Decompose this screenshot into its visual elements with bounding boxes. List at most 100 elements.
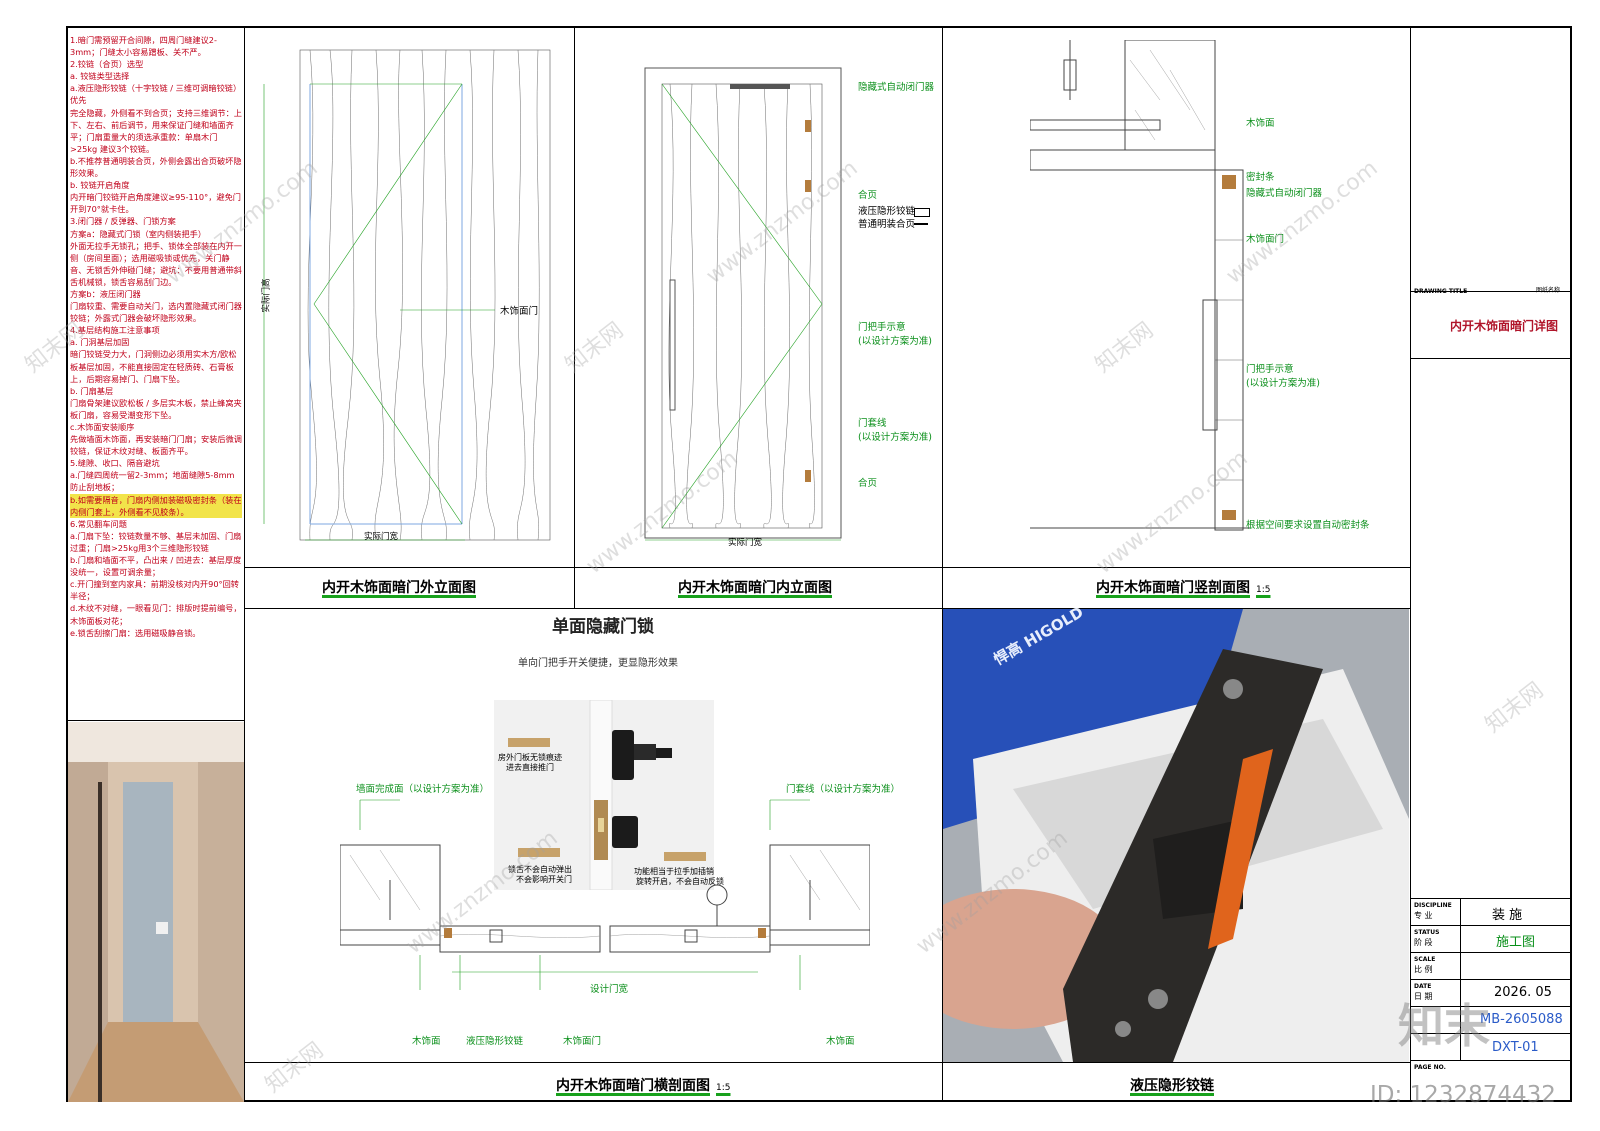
watermark-logo: 知末 — [1398, 999, 1490, 1053]
note-line: 6.常见翻车问题 — [70, 518, 127, 529]
outer-elevation-title: 内开木饰面暗门外立面图 — [322, 580, 476, 596]
tb-line-6 — [1410, 979, 1572, 980]
note-line: 门扇骨架建议欧松板 / 多层实木板，禁止蜂窝夹板门扇，容易受潮变形下坠。 — [70, 397, 242, 420]
panel-divider-1 — [574, 26, 575, 608]
outer-leaf-label: 木饰面门 — [500, 306, 539, 317]
inner-width-label: 实际门宽 — [728, 538, 763, 548]
note-line: b. 门扇基层 — [70, 385, 114, 396]
hydraulic-hinge-symbol-icon — [914, 208, 930, 217]
note-line: a. 门洞基层加固 — [70, 337, 130, 348]
vsec-door-label: 木饰面门 — [1246, 234, 1285, 245]
panel-divider-2 — [942, 26, 943, 1102]
note-line: 完全隐藏，外侧看不到合页；支持三维调节：上下、左右、前后调节，用来保证门缝和墙面… — [70, 107, 242, 154]
note-line: 方案a：隐藏式门锁（室内侧装把手） — [70, 228, 207, 239]
outer-width-label: 实际门宽 — [364, 532, 399, 542]
watermark-id: ID: 1232874432 — [1370, 1082, 1556, 1108]
horizontal-section-drawing — [339, 790, 871, 1015]
note-line: b.如需要隔音，门扇内侧加装磁吸密封条（装在内侧门套上，外侧看不见胶条）。 — [70, 493, 242, 518]
hsec-door-label: 木饰面门 — [563, 1036, 602, 1047]
inner-hinge-bottom-label: 合页 — [858, 478, 878, 489]
tb-discipline-en: DISCIPLINE — [1414, 902, 1452, 909]
lock-title: 单面隐藏门锁 — [552, 617, 654, 637]
tb-drawing-title-en: DRAWING TITLE — [1414, 288, 1468, 295]
vsec-veneer-label: 木饰面 — [1246, 118, 1275, 129]
note-line: d.木纹不对缝，一眼看见门：排版时提前编号，木饰面板对花； — [70, 603, 242, 626]
tb-discipline-cn: 专 业 — [1414, 911, 1433, 920]
note-line: c.木饰面安装顺序 — [70, 422, 135, 432]
lower-title-line — [244, 1062, 1410, 1063]
row-divider — [244, 608, 1410, 609]
tb-drawing-title-cn: 图纸名称 — [1536, 287, 1561, 294]
lock-chip-1 — [508, 738, 550, 747]
vertical-section-title: 内开木饰面暗门竖剖面图 1:5 — [1096, 577, 1270, 597]
tb-status-en: STATUS — [1414, 929, 1440, 936]
tb-line-5 — [1410, 952, 1572, 953]
lock-chip-3 — [664, 852, 706, 861]
note-line: b.门扇和墙面不平，凸出来 / 凹进去：基层厚度没统一，设置可调余量； — [70, 555, 242, 578]
tb-line-8 — [1410, 1033, 1572, 1034]
note-line: 4.基层结构施工注意事项 — [70, 325, 160, 336]
note-line: 方案b：液压闭门器 — [70, 288, 141, 299]
inner-hinge-label: 合页 — [858, 190, 878, 201]
inner-elevation-title: 内开木饰面暗门内立面图 — [678, 580, 832, 596]
lock-chip-2 — [518, 848, 560, 857]
note-line: 门扇较重、需要自动关门，选内置隐藏式闭门器铰链；外露式门器会破坏隐形效果。 — [70, 301, 242, 324]
hsec-wall-label: 墙面完成面（以设计方案为准） — [356, 784, 490, 795]
hinge-photo — [943, 609, 1409, 1062]
note-line: 先做墙面木饰面，再安装暗门门扇；安装后微调铰链，保证木纹对缝、板面齐平。 — [70, 434, 242, 457]
inner-closer-label: 隐藏式自动闭门器 — [858, 82, 935, 93]
legend-normal-hinge: 普通明装合页 — [858, 219, 916, 230]
hinge-photo-title: 液压隐形铰链 — [1130, 1078, 1214, 1094]
note-line: a.门扇下坠：铰链数量不够、基层未加固、门扇过重；门扇>25kg用3个三维隐形铰… — [70, 530, 242, 553]
tb-drawing-name: 内开木饰面暗门详图 — [1450, 319, 1559, 333]
horizontal-section-title-text: 内开木饰面暗门横剖面图 — [556, 1078, 710, 1094]
note-line: 内开暗门铰链开启角度建议≥95-110°，避免门开到70°就卡住。 — [70, 192, 241, 215]
legend-hydraulic-hinge: 液压隐形铰链 — [858, 206, 916, 217]
note-line: a.液压隐形铰链（十字铰链 / 三维可调暗铰链）优先 — [70, 83, 242, 106]
tb-discipline-value: 装 施 — [1492, 908, 1523, 923]
vertical-section-scale: 1:5 — [1256, 585, 1271, 595]
note-line: 3.闭门器 / 反弹器、门锁方案 — [70, 216, 176, 227]
inner-elevation-drawing — [600, 60, 850, 550]
lock-note-3b: 旋转开启，不会自动反锁 — [636, 877, 724, 886]
vsec-closer-label: 隐藏式自动闭门器 — [1246, 188, 1323, 199]
note-line: e.锁舌刮擦门扇：选用磁吸静音锁。 — [70, 627, 201, 638]
outer-elevation-drawing — [250, 40, 570, 560]
hsec-frame-label: 门套线（以设计方案为准） — [786, 784, 901, 795]
normal-hinge-symbol-icon — [914, 223, 928, 225]
inner-handle-label: 门把手示意 — [858, 322, 906, 333]
horizontal-section-scale: 1:5 — [716, 1083, 731, 1093]
tb-line-9 — [1410, 1060, 1572, 1061]
lock-subtitle: 单向门把手开关便捷，更显隐形效果 — [518, 658, 678, 669]
inner-handle-note: (以设计方案为准) — [858, 336, 932, 347]
upper-title-line — [244, 567, 1410, 568]
tb-scale-en: SCALE — [1414, 956, 1436, 963]
note-line: 1.暗门需预留开合间隙，四周门缝建议2-3mm；门缝太小容易蹭板、关不严。 — [70, 35, 217, 58]
construction-notes: 1.暗门需预留开合间隙，四周门缝建议2-3mm；门缝太小容易蹭板、关不严。2.铰… — [70, 34, 242, 714]
notes-divider — [244, 26, 245, 1102]
lock-note-3a: 功能相当于拉手加插销 — [634, 867, 714, 876]
tb-date-cn: 日 期 — [1414, 992, 1433, 1001]
lock-note-1b: 进去直接推门 — [506, 763, 554, 772]
inner-frame-note: (以设计方案为准) — [858, 432, 932, 443]
note-line: a.门缝四周统一留2-3mm；地面缝隙5-8mm防止刮地板； — [70, 470, 235, 493]
inner-frame-label: 门套线 — [858, 418, 887, 429]
vertical-section-title-text: 内开木饰面暗门竖剖面图 — [1096, 580, 1250, 596]
tb-line-1 — [1410, 291, 1572, 292]
tb-date-en: DATE — [1414, 983, 1432, 990]
vertical-section-drawing — [1029, 39, 1250, 540]
tb-mb-value: MB-2605088 — [1480, 1012, 1563, 1027]
interior-photo — [68, 722, 244, 1102]
note-line: 5.缝隙、收口、隔音避坑 — [70, 458, 160, 469]
tb-date-value: 2026. 05 — [1494, 985, 1552, 1000]
tb-col-divider — [1460, 898, 1461, 1060]
tb-page-no-en: PAGE NO. — [1414, 1064, 1446, 1071]
tb-line-3 — [1410, 898, 1572, 899]
note-line: b. 铰链开启角度 — [70, 180, 130, 191]
horizontal-section-title: 内开木饰面暗门横剖面图 1:5 — [556, 1075, 730, 1095]
note-line: b.不推荐普通明装合页，外侧会露出合页破坏隐形效果。 — [70, 155, 242, 179]
outer-height-label: 实际门高 — [261, 278, 272, 313]
vsec-handle-note: (以设计方案为准) — [1246, 378, 1320, 389]
vsec-handle-label: 门把手示意 — [1246, 364, 1294, 375]
notes-photo-divider — [66, 720, 244, 721]
